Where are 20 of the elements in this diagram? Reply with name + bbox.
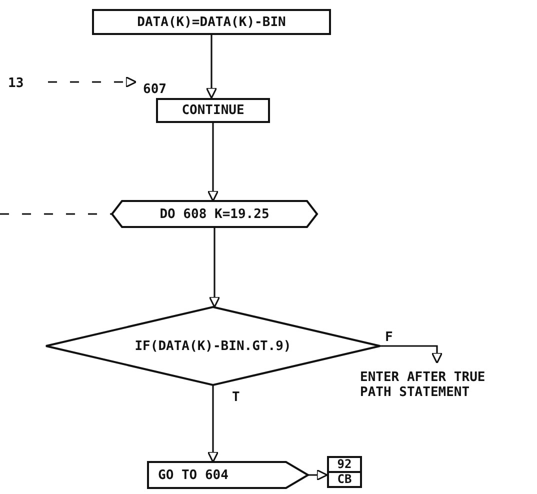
reference-cell: 92 xyxy=(327,456,362,473)
statement-text: DO 608 K=19.25 xyxy=(160,206,270,222)
statement-text: DATA(K)=DATA(K)-BIN xyxy=(137,14,286,30)
statement-text: GO TO 604 xyxy=(157,468,228,482)
reference-cell: CB xyxy=(327,473,362,488)
arrow xyxy=(380,345,443,364)
statement-text: IF(DATA(K)-BIN.GT.9) xyxy=(134,338,292,354)
loop-hexagon xyxy=(112,201,317,227)
arrow xyxy=(308,469,328,481)
arrow xyxy=(207,123,219,202)
goto-pentagon xyxy=(148,462,308,488)
dashed-arrow xyxy=(48,76,137,88)
statement-text: CONTINUE xyxy=(182,103,244,118)
arrow xyxy=(206,35,218,99)
arrow xyxy=(207,385,219,463)
process-box xyxy=(156,98,270,123)
note-text: ENTER AFTER TRUE PATH STATEMENT xyxy=(360,370,486,400)
connector-number: 13 xyxy=(8,76,24,90)
process-box xyxy=(92,9,331,35)
arrow xyxy=(208,227,220,308)
